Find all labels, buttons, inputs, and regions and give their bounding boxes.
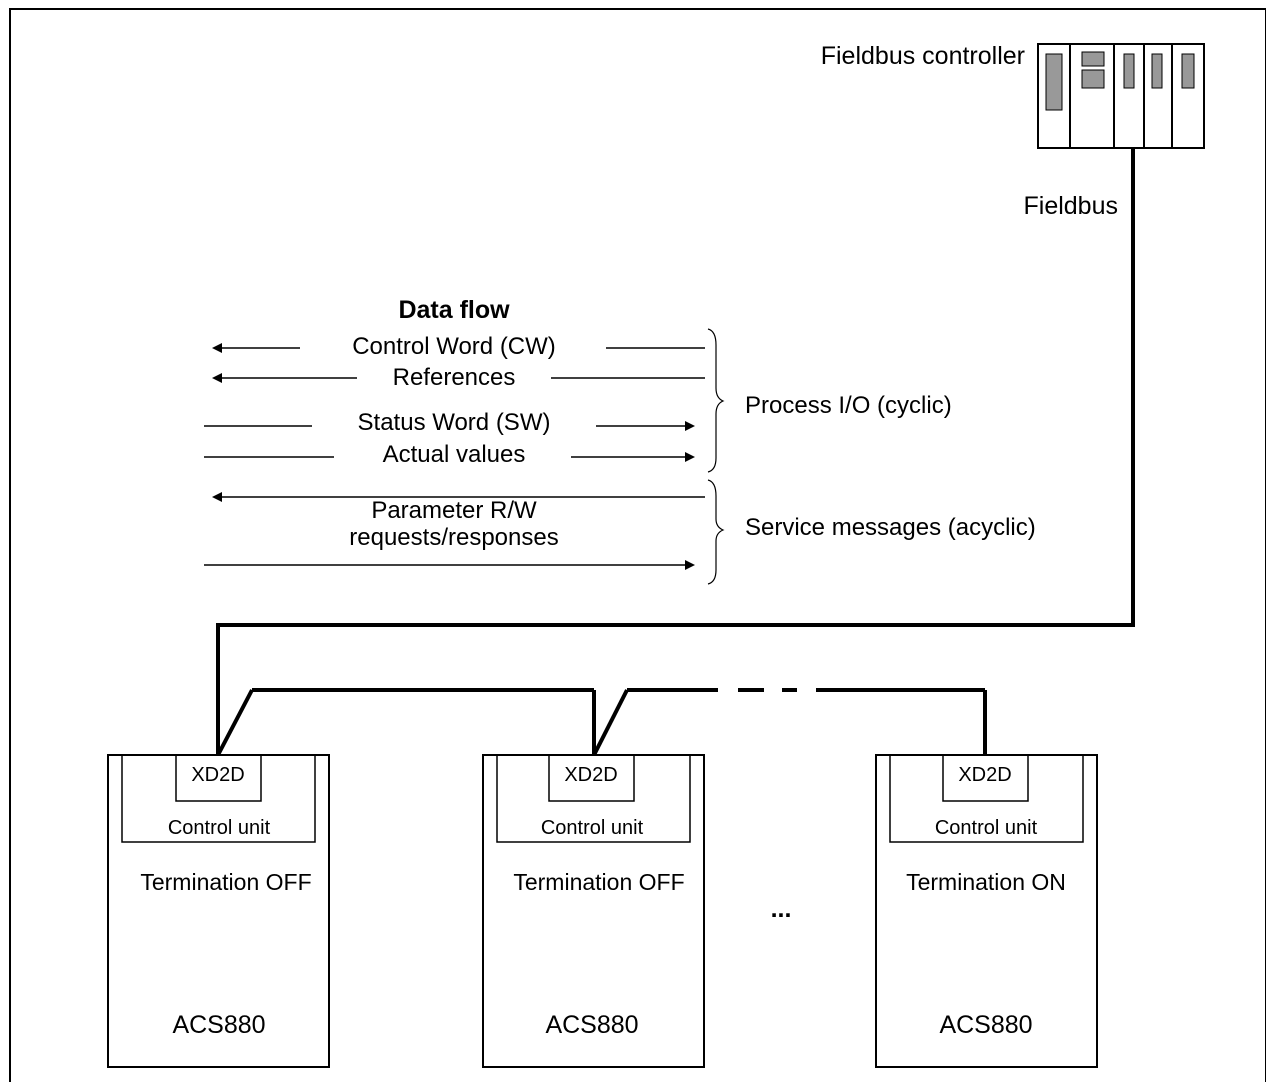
service-messages-bracket [707,479,725,585]
xd2d-label: XD2D [191,764,244,786]
diagram-frame [9,8,1266,1082]
termination-label: Termination ON [906,869,1066,895]
status-word-label: Status Word (SW) [358,409,551,436]
control-unit-box [121,755,316,843]
xd2d-connector [175,754,262,802]
drive-unit: XD2D Control unit Termination OFF ACS880 [482,754,705,1068]
xd2d-connector [942,754,1029,802]
xd2d-label: XD2D [958,764,1011,786]
xd2d-label: XD2D [564,764,617,786]
data-flow: Data flow Control Word (CW) References S… [204,296,1036,585]
fieldbus-label: Fieldbus [1024,192,1119,220]
data-flow-title: Data flow [398,296,510,324]
control-unit-label: Control unit [541,817,644,839]
drive-model-label: ACS880 [172,1011,265,1039]
parameter-label-line2: requests/responses [349,524,558,551]
control-unit-label: Control unit [168,817,271,839]
process-io-label: Process I/O (cyclic) [745,392,952,419]
xd2d-connector [548,754,635,802]
drive-model-label: ACS880 [939,1011,1032,1039]
parameter-label-line1: Parameter R/W [371,497,537,524]
references-label: References [393,364,516,391]
actual-values-label: Actual values [383,441,526,468]
control-word-label: Control Word (CW) [352,333,556,360]
service-messages-label: Service messages (acyclic) [745,514,1036,541]
control-unit-label: Control unit [935,817,1038,839]
drive-link-cable [216,688,987,756]
fieldbus-controller: Fieldbus controller [821,42,1205,149]
process-io-bracket [707,328,725,473]
more-drives-ellipsis: ... [771,895,792,923]
termination-label: Termination OFF [140,869,311,895]
drive-unit: XD2D Control unit Termination OFF ACS880 [107,754,330,1068]
drive-model-label: ACS880 [545,1011,638,1039]
control-unit-box [889,755,1084,843]
termination-label: Termination OFF [513,869,684,895]
fieldbus-controller-label: Fieldbus controller [821,42,1025,70]
control-unit-box [496,755,691,843]
fieldbus-cable [216,148,1135,755]
drive-unit: XD2D Control unit Termination ON ACS880 [875,754,1098,1068]
controller-rack-icon [1037,43,1205,149]
